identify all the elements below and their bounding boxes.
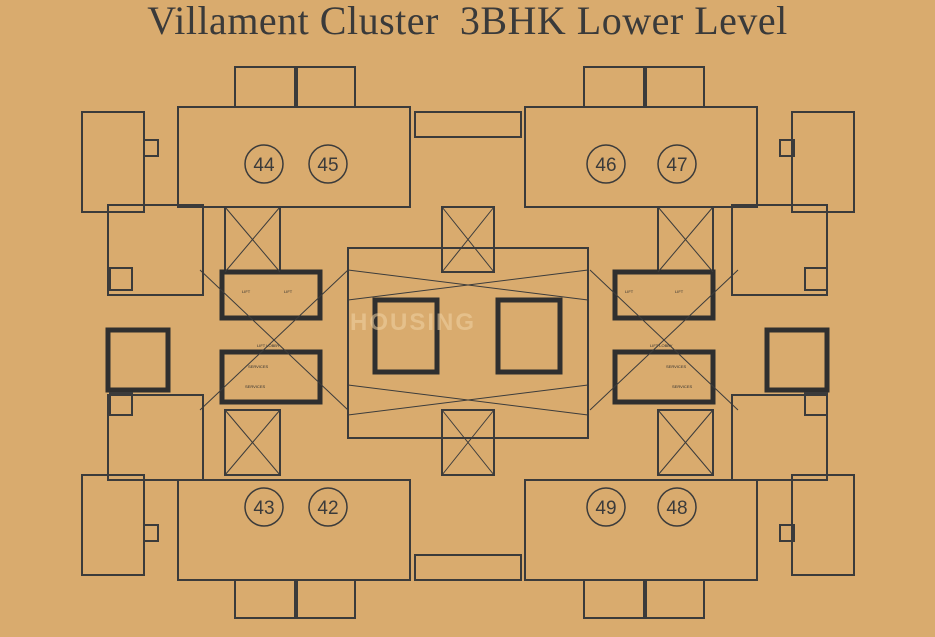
services-label-left-1: SERVICES	[248, 364, 268, 369]
unit-markers: 44 45 46 47 43 42 49 48	[244, 144, 697, 527]
unit-43-label: 43	[253, 498, 274, 519]
unit-49-label: 49	[595, 498, 616, 519]
lift-label-right-2: LIFT	[675, 289, 684, 294]
unit-42-label: 42	[317, 498, 338, 519]
lift-label-right-1: LIFT	[625, 289, 634, 294]
lift-lobby-label-right: LIFT LOBBY	[650, 343, 673, 348]
left-wing-walls	[81, 66, 411, 619]
services-label-right-2: SERVICES	[672, 384, 692, 389]
services-label-left-2: SERVICES	[245, 384, 265, 389]
right-wing-walls	[524, 66, 855, 619]
lift-label-left-1: LIFT	[242, 289, 251, 294]
unit-47-label: 47	[666, 155, 687, 176]
plan-title: Villament Cluster 3BHK Lower Level	[147, 0, 788, 43]
unit-44-label: 44	[253, 155, 275, 176]
services-label-right-1: SERVICES	[666, 364, 686, 369]
center-core-walls	[347, 111, 589, 581]
unit-46-label: 46	[595, 155, 616, 176]
unit-48-label: 48	[666, 498, 687, 519]
watermark-text: HOUSING	[350, 309, 476, 336]
lift-label-left-2: LIFT	[284, 289, 293, 294]
unit-45-label: 45	[317, 155, 338, 176]
lift-lobby-label-left: LIFT LOBBY	[257, 343, 280, 348]
